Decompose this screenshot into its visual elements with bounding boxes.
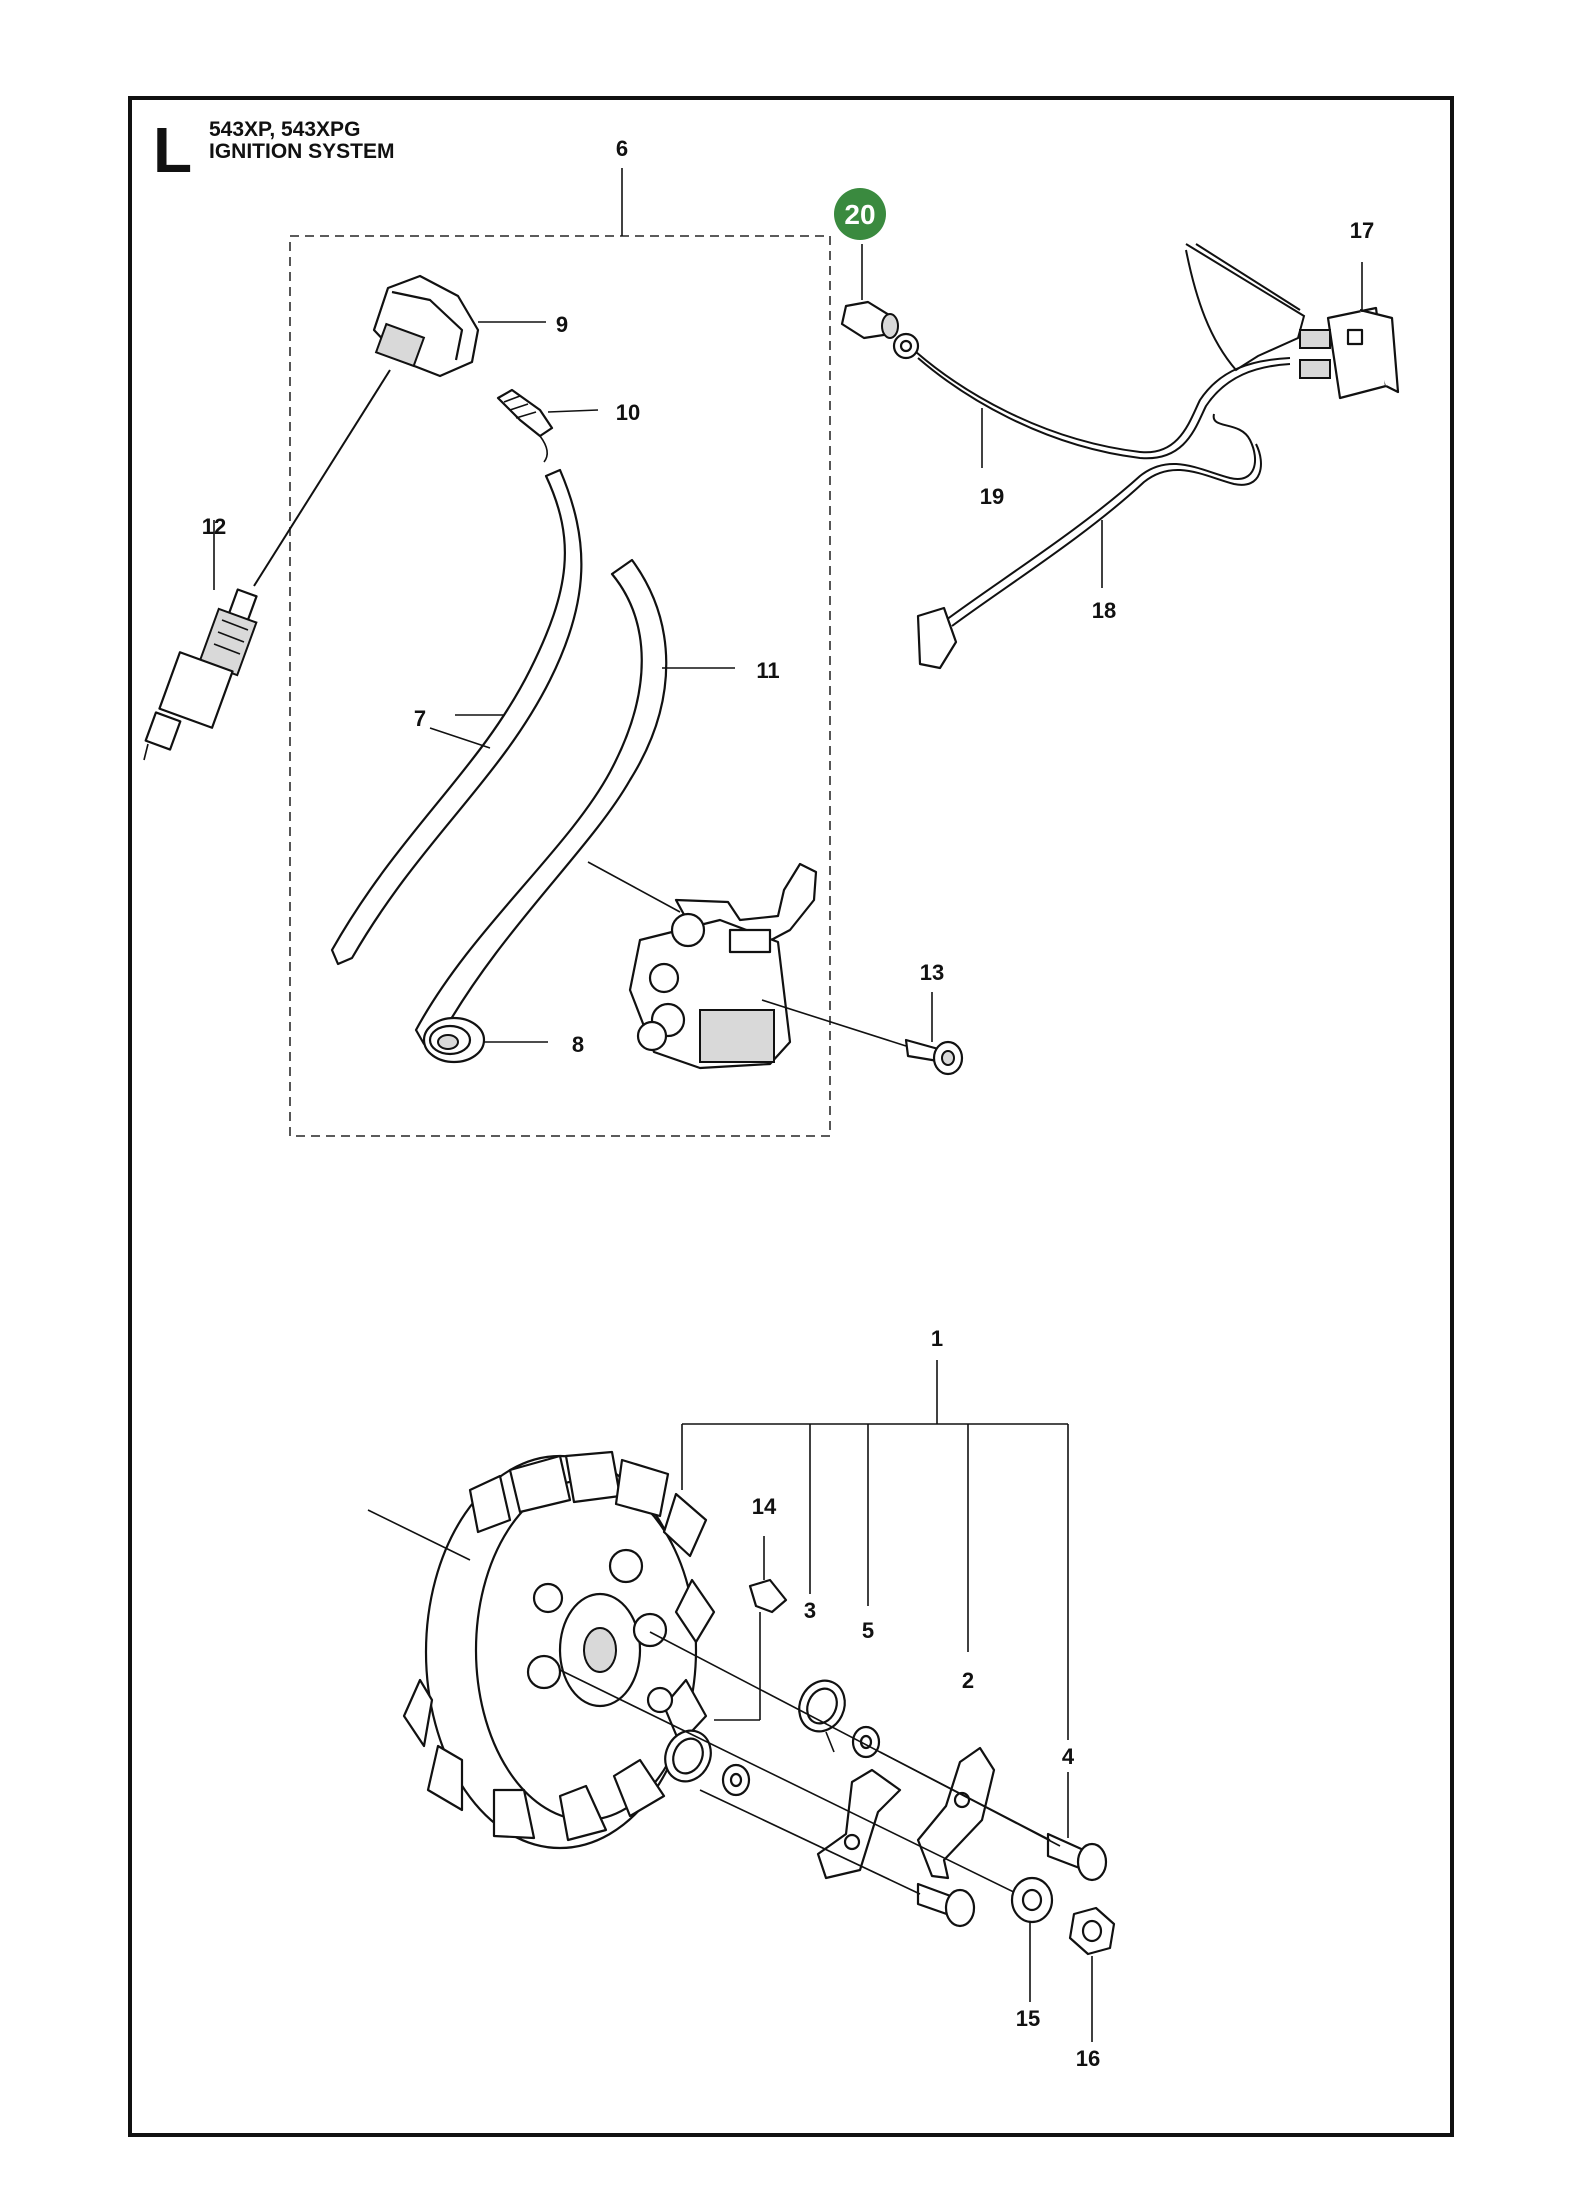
- callout-2: 2: [962, 1668, 974, 1693]
- callout-19: 19: [980, 484, 1004, 509]
- pawl-screw-part: [916, 1832, 1108, 1928]
- stop-switch-bracket: [1185, 243, 1306, 372]
- callout-6: 6: [616, 136, 628, 161]
- callout-4: 4: [1062, 1744, 1075, 1769]
- callout-16: 16: [1076, 2046, 1100, 2071]
- callout-10: 10: [616, 400, 640, 425]
- callout-7: 7: [414, 706, 426, 731]
- callout-14: 14: [752, 1494, 777, 1519]
- callout-17: 17: [1350, 218, 1374, 243]
- stop-switch-part: [1299, 306, 1400, 400]
- callout-1: 1: [931, 1326, 943, 1351]
- earth-cable-part: [892, 332, 1291, 460]
- callout-13: 13: [920, 960, 944, 985]
- ignition-boot-part: [372, 274, 480, 378]
- flywheel-part: [402, 1450, 716, 1850]
- spark-plug-part: [143, 588, 258, 761]
- module-screw-part: [904, 1038, 964, 1076]
- terminal-nut-part: [840, 300, 899, 340]
- model-numbers: 543XP, 543XPG: [209, 118, 361, 141]
- callout-18: 18: [1092, 598, 1116, 623]
- pawl-part: [816, 1746, 996, 1880]
- stop-switch-cable-part: [916, 413, 1262, 670]
- callout-11: 11: [756, 658, 779, 683]
- diagram-frame: [128, 96, 1454, 2137]
- washer-part: [721, 1725, 881, 1797]
- flywheel-nut-part: [1068, 1906, 1116, 1956]
- callout-8: 8: [572, 1032, 584, 1057]
- flywheel-washer-part: [1010, 1876, 1054, 1924]
- badge-number: 20: [844, 199, 875, 230]
- callout-3: 3: [804, 1598, 816, 1623]
- pawl-spring-part: [664, 1679, 846, 1783]
- ignition-module-part: [628, 862, 818, 1070]
- grommet-part: [422, 1016, 486, 1064]
- system-title: IGNITION SYSTEM: [209, 140, 395, 163]
- kit-boundary: [289, 235, 831, 1137]
- highlight-badge: 20: [834, 188, 886, 240]
- flywheel-key-part: [748, 1578, 788, 1614]
- section-letter: L: [153, 114, 193, 186]
- callout-5: 5: [862, 1618, 874, 1643]
- callout-12: 12: [202, 514, 226, 539]
- contact-spring-part: [496, 388, 554, 463]
- callout-15: 15: [1016, 2006, 1040, 2031]
- callout-9: 9: [556, 312, 568, 337]
- ignition-lead-part: [330, 468, 583, 966]
